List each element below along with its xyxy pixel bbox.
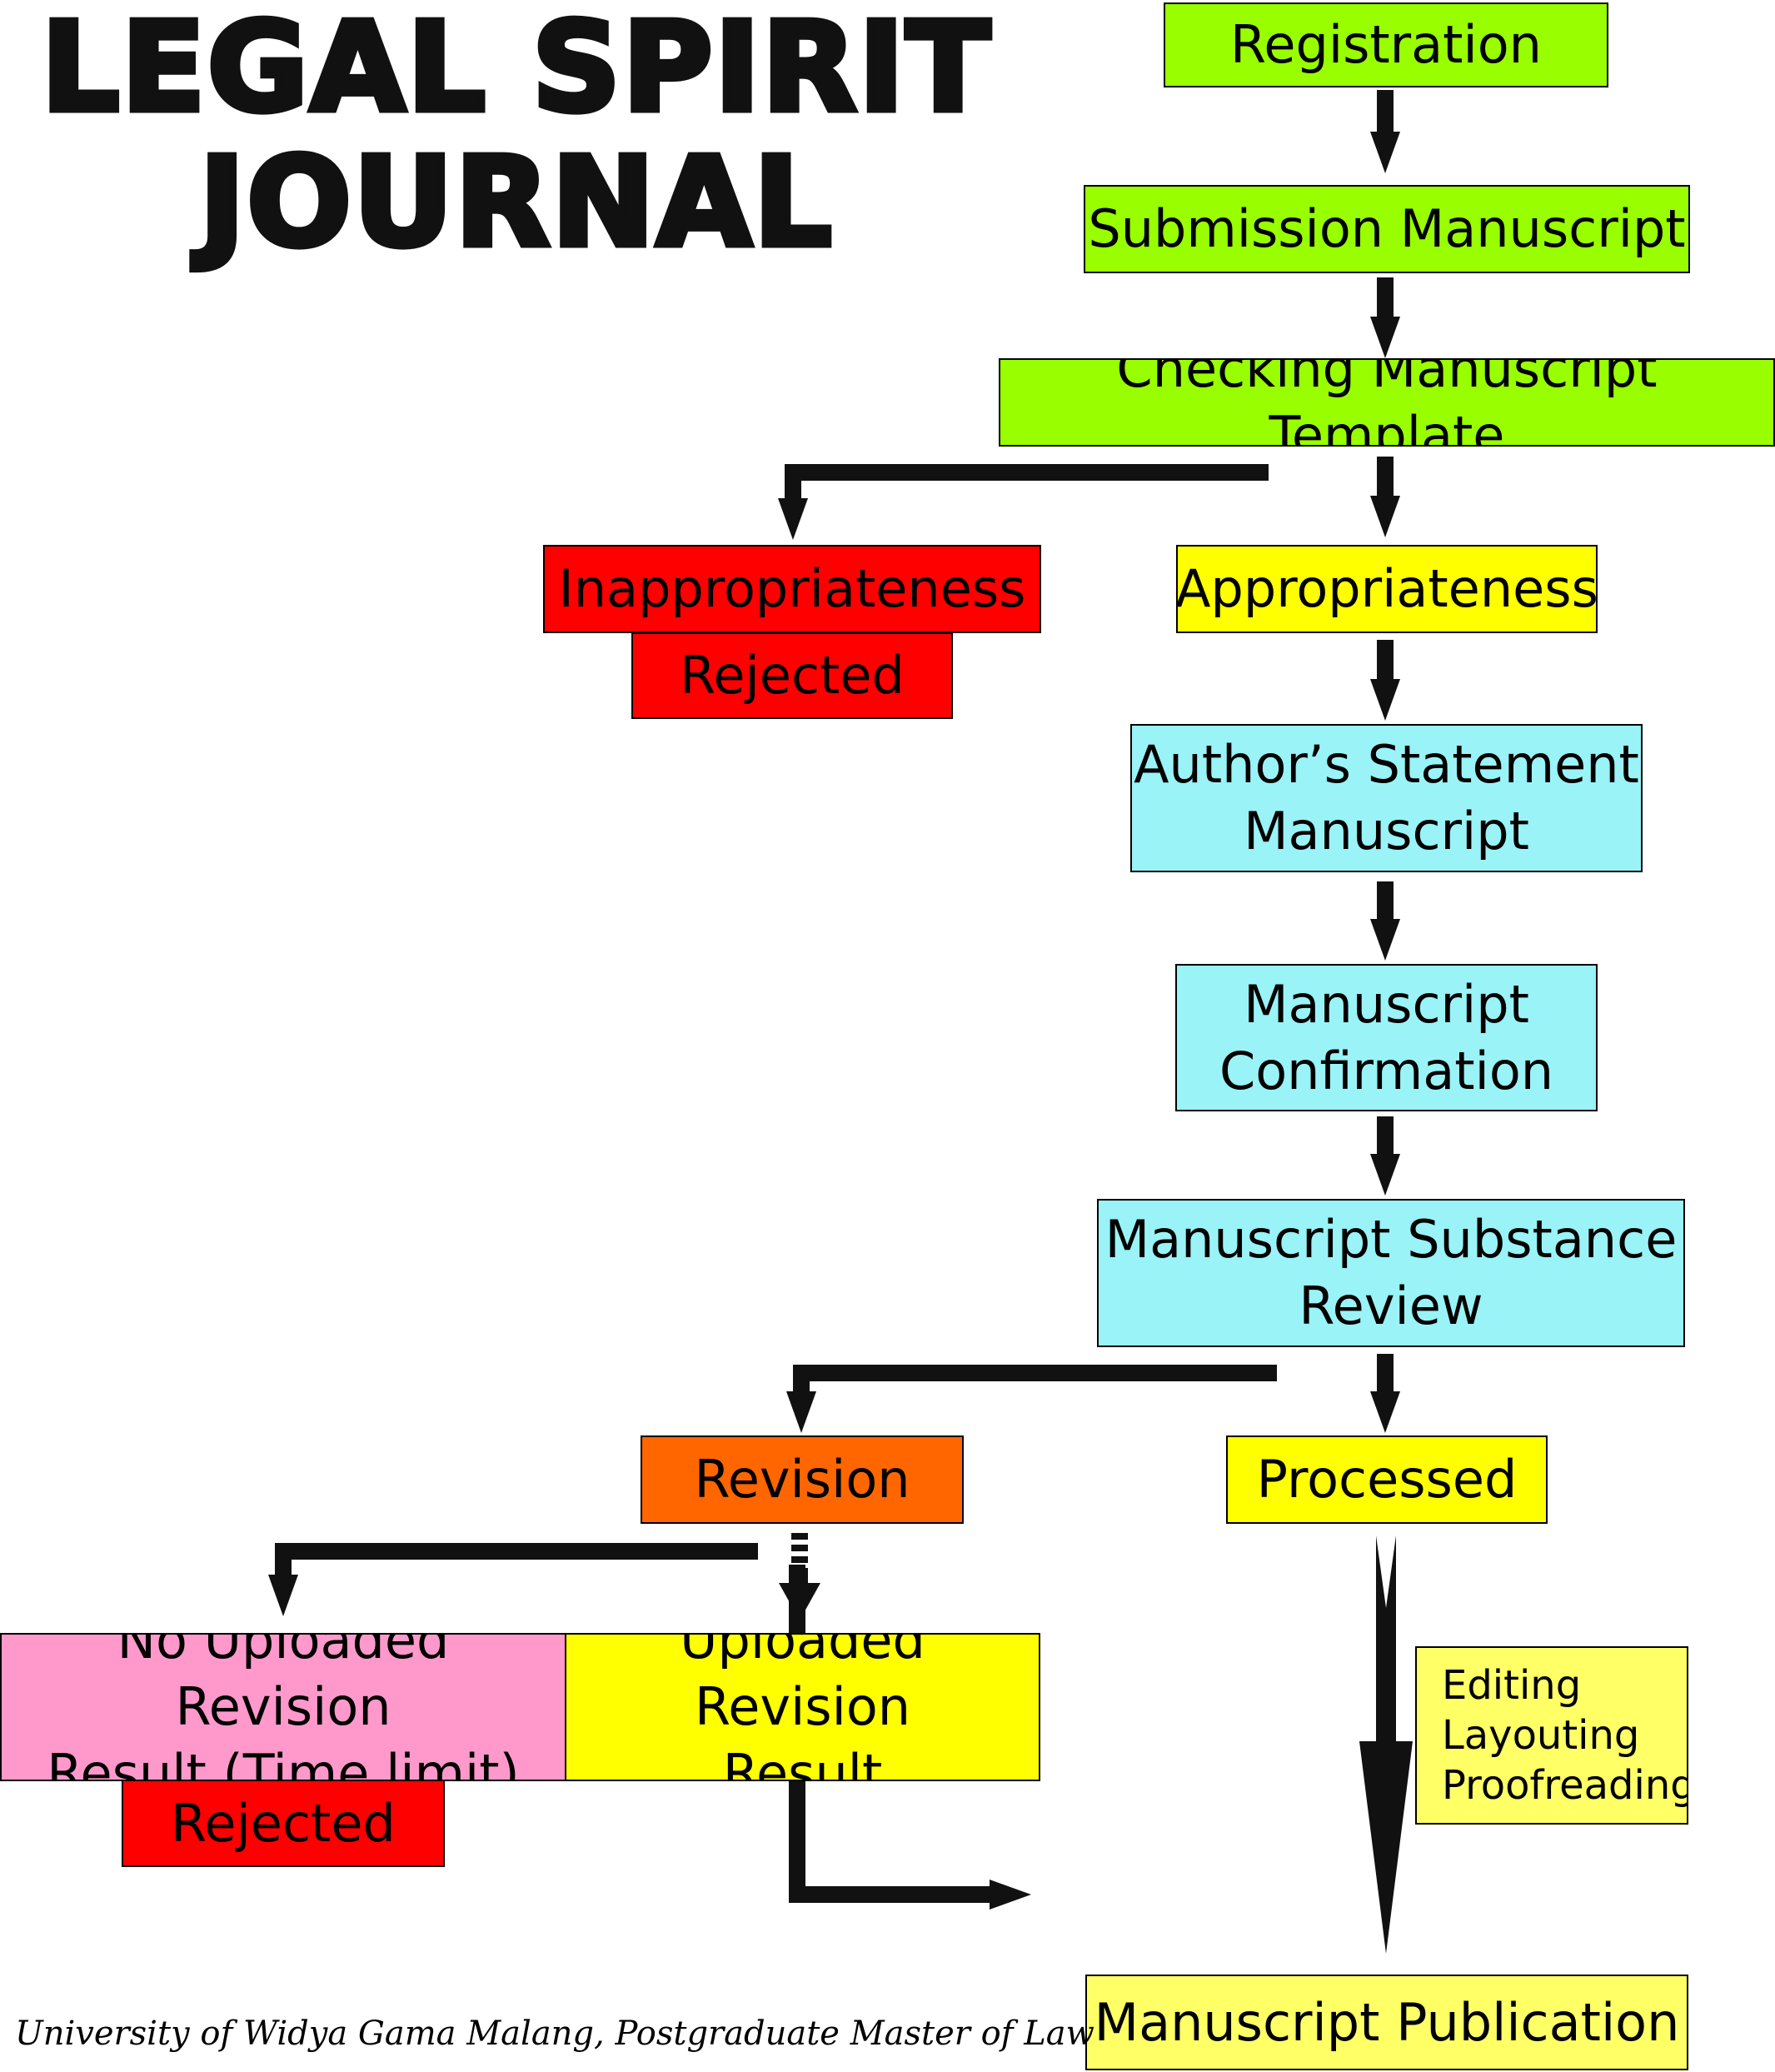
step-processed: Processed: [1226, 1435, 1548, 1524]
step-manuscript-publication: Manuscript Publication: [1085, 1975, 1688, 2070]
step-revision: Revision: [641, 1435, 964, 1524]
step-submission-manuscript: Submission Manuscript: [1084, 185, 1690, 273]
step-appropriateness: Appropriateness: [1176, 545, 1598, 633]
step-editing-layouting-proofreading: Editing Layouting Proofreading: [1415, 1646, 1688, 1825]
arrow-processed-to-publication: [1359, 1535, 1413, 1954]
footer-institution: University of Widya Gama Malang, Postgra…: [15, 2015, 1094, 2053]
arrow-revision-to-no-upload: [268, 1543, 758, 1616]
step-rejected-revision: Rejected: [122, 1780, 445, 1867]
journal-title-line-1: LEGAL SPIRIT: [38, 0, 993, 139]
arrow-revision-to-uploaded: [779, 1533, 820, 1620]
journal-title: LEGAL SPIRIT JOURNAL: [25, 0, 1008, 274]
step-inappropriateness: Inappropriateness: [543, 545, 1041, 633]
step-no-uploaded-revision: No Uploaded Revision Result (Time limit): [0, 1633, 566, 1781]
arrow-substance-review-to-revision: [786, 1365, 1277, 1433]
step-manuscript-confirmation: Manuscript Confirmation: [1175, 964, 1598, 1111]
step-uploaded-revision-result: Uploaded Revision Result: [565, 1633, 1040, 1781]
arrow-checking-to-inappropriateness: [778, 464, 1269, 540]
journal-title-line-2: JOURNAL: [197, 131, 835, 274]
step-registration: Registration: [1164, 2, 1608, 87]
step-authors-statement-manuscript: Author’s Statement Manuscript: [1130, 724, 1643, 872]
step-manuscript-substance-review: Manuscript Substance Review: [1097, 1199, 1685, 1347]
step-checking-manuscript-template: Checking Manuscript Template: [999, 358, 1775, 447]
step-rejected-template: Rejected: [631, 632, 953, 719]
